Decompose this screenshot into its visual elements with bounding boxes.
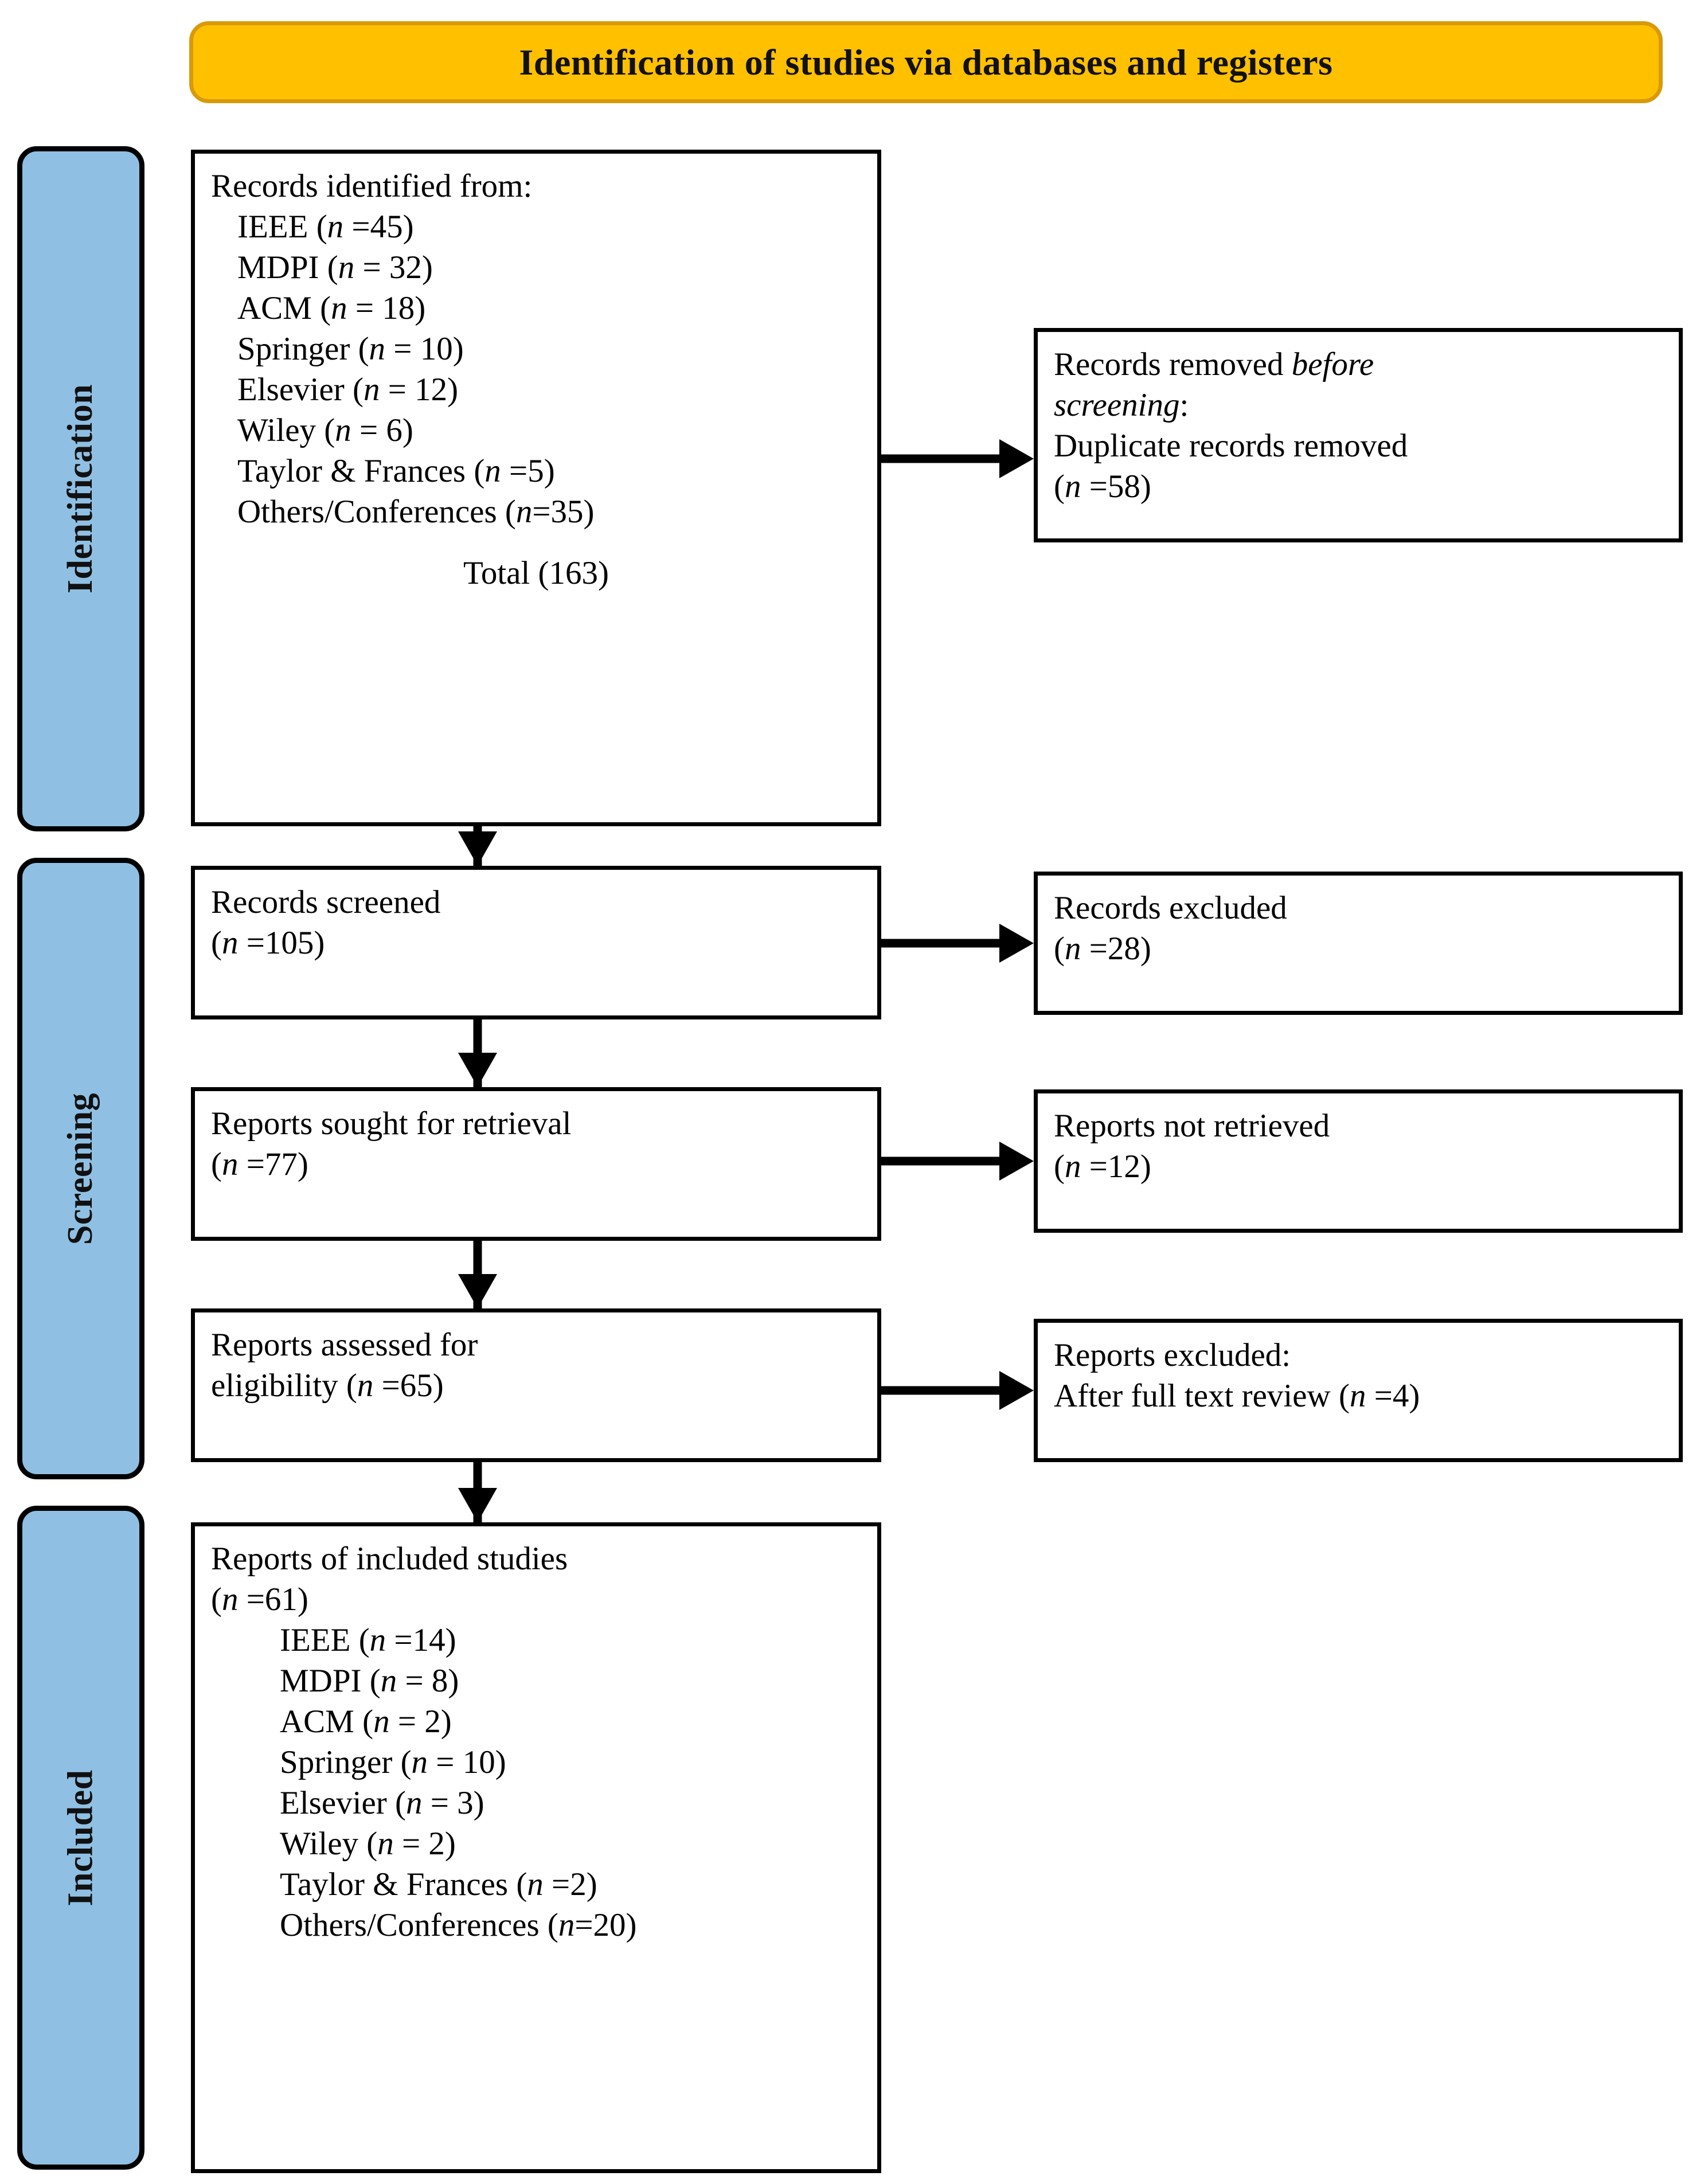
included-header: Reports of included studies (211, 1541, 568, 1577)
n-value-mdpi: (n = 32) (327, 249, 433, 286)
n-value-taylor-frances: (n =5) (474, 452, 555, 489)
n-value-springer: (n = 10) (358, 330, 464, 367)
arrow-head-icon (999, 439, 1034, 478)
box-reports-not-retrieved: Reports not retrieved (n =12) (1034, 1089, 1683, 1233)
arrow-shaft (881, 939, 1003, 948)
page-title: Identification of studies via databases … (519, 41, 1333, 83)
n-value-ieee: (n =45) (316, 208, 414, 245)
source-row-others-conferences: Others/Conferences (n=35) (237, 493, 595, 530)
arrow-shaft (881, 1157, 1003, 1166)
source-row-taylor-frances: Taylor & Frances (n =5) (237, 452, 555, 489)
arrow-sought-to-assessed (458, 1241, 497, 1308)
records-excluded-label: Records excluded (1054, 890, 1287, 926)
box-reports-assessed: Reports assessed for eligibility (n =65) (191, 1308, 881, 1462)
records-removed-line2: screening: (1054, 386, 1189, 423)
box-reports-excluded: Reports excluded: After full text review… (1034, 1319, 1683, 1462)
phase-tab-identification: Identification (17, 146, 144, 831)
records-removed-count: (n =58) (1054, 468, 1151, 505)
records-identified-total: Total (163) (463, 554, 609, 591)
source-row-mdpi: MDPI (n = 32) (237, 249, 433, 286)
phase-label-screening: Screening (61, 1092, 100, 1245)
box-reports-sought: Reports sought for retrieval (n =77) (191, 1087, 881, 1241)
source-row-ieee: IEEE (n =45) (237, 208, 414, 245)
n-value-wiley: (n = 6) (324, 412, 413, 448)
records-excluded-count: (n =28) (1054, 930, 1151, 967)
arrow-screened-to-sought (458, 1019, 497, 1087)
arrow-head-icon (458, 1274, 497, 1308)
arrow-identified-to-screened (458, 826, 497, 866)
arrow-screened-to-excluded (881, 924, 1034, 963)
box-records-identified: Records identified from: IEEE (n =45) MD… (191, 150, 881, 826)
reports-assessed-label: Reports assessed for (211, 1327, 478, 1363)
reports-sought-count: (n =77) (211, 1146, 308, 1182)
records-identified-header: Records identified from: (211, 168, 533, 204)
reports-excluded-label: Reports excluded: (1054, 1337, 1291, 1373)
reports-excluded-reason: After full text review (n =4) (1054, 1377, 1420, 1414)
arrow-head-icon (458, 1053, 497, 1087)
arrow-assessed-to-included (458, 1462, 497, 1522)
included-row-mdpi: MDPI (n = 8) (280, 1662, 459, 1699)
arrow-head-icon (458, 1488, 497, 1522)
arrow-head-icon (458, 831, 497, 866)
records-removed-line1: Records removed before (1054, 346, 1374, 382)
source-row-acm: ACM (n = 18) (237, 290, 426, 326)
included-row-elsevier: Elsevier (n = 3) (280, 1784, 484, 1821)
arrow-head-icon (999, 1142, 1034, 1181)
included-total-count: (n =61) (211, 1581, 308, 1618)
n-value-acm: (n = 18) (320, 290, 426, 326)
spacer (211, 533, 861, 553)
arrow-sought-to-not-retrieved (881, 1142, 1034, 1181)
arrow-shaft (881, 454, 1003, 463)
phase-label-identification: Identification (61, 384, 100, 594)
reports-sought-label: Reports sought for retrieval (211, 1105, 572, 1142)
arrow-head-icon (999, 1371, 1034, 1410)
included-row-ieee: IEEE (n =14) (280, 1622, 456, 1658)
source-row-wiley: Wiley (n = 6) (237, 412, 413, 448)
arrow-assessed-to-excluded (881, 1371, 1034, 1410)
included-row-others-conferences: Others/Conferences (n=20) (280, 1906, 637, 1943)
included-row-wiley: Wiley (n = 2) (280, 1825, 456, 1862)
box-records-removed: Records removed before screening: Duplic… (1034, 328, 1683, 542)
phase-tab-included: Included (17, 1506, 144, 2170)
arrow-head-icon (999, 924, 1034, 963)
source-row-springer: Springer (n = 10) (237, 330, 464, 367)
arrow-shaft (881, 1386, 1003, 1395)
box-records-screened: Records screened (n =105) (191, 866, 881, 1019)
source-row-elsevier: Elsevier (n = 12) (237, 371, 459, 408)
included-row-taylor-frances: Taylor & Frances (n =2) (280, 1866, 597, 1902)
phase-tab-screening: Screening (17, 858, 144, 1479)
included-row-acm: ACM (n = 2) (280, 1703, 452, 1740)
n-value-others-conferences: (n=35) (505, 493, 595, 530)
box-reports-included: Reports of included studies (n =61) IEEE… (191, 1522, 881, 2173)
arrow-identified-to-removed (881, 439, 1034, 478)
reports-not-retrieved-label: Reports not retrieved (1054, 1108, 1330, 1144)
included-row-springer: Springer (n = 10) (280, 1744, 506, 1780)
records-screened-label: Records screened (211, 884, 441, 920)
reports-not-retrieved-count: (n =12) (1054, 1148, 1151, 1185)
records-screened-count: (n =105) (211, 924, 325, 961)
records-removed-line3: Duplicate records removed (1054, 427, 1408, 464)
diagram-title-banner: Identification of studies via databases … (189, 21, 1663, 103)
box-records-excluded: Records excluded (n =28) (1034, 872, 1683, 1015)
phase-label-included: Included (61, 1769, 100, 1906)
reports-assessed-count: eligibility (n =65) (211, 1367, 444, 1404)
n-value-elsevier: (n = 12) (353, 371, 459, 408)
